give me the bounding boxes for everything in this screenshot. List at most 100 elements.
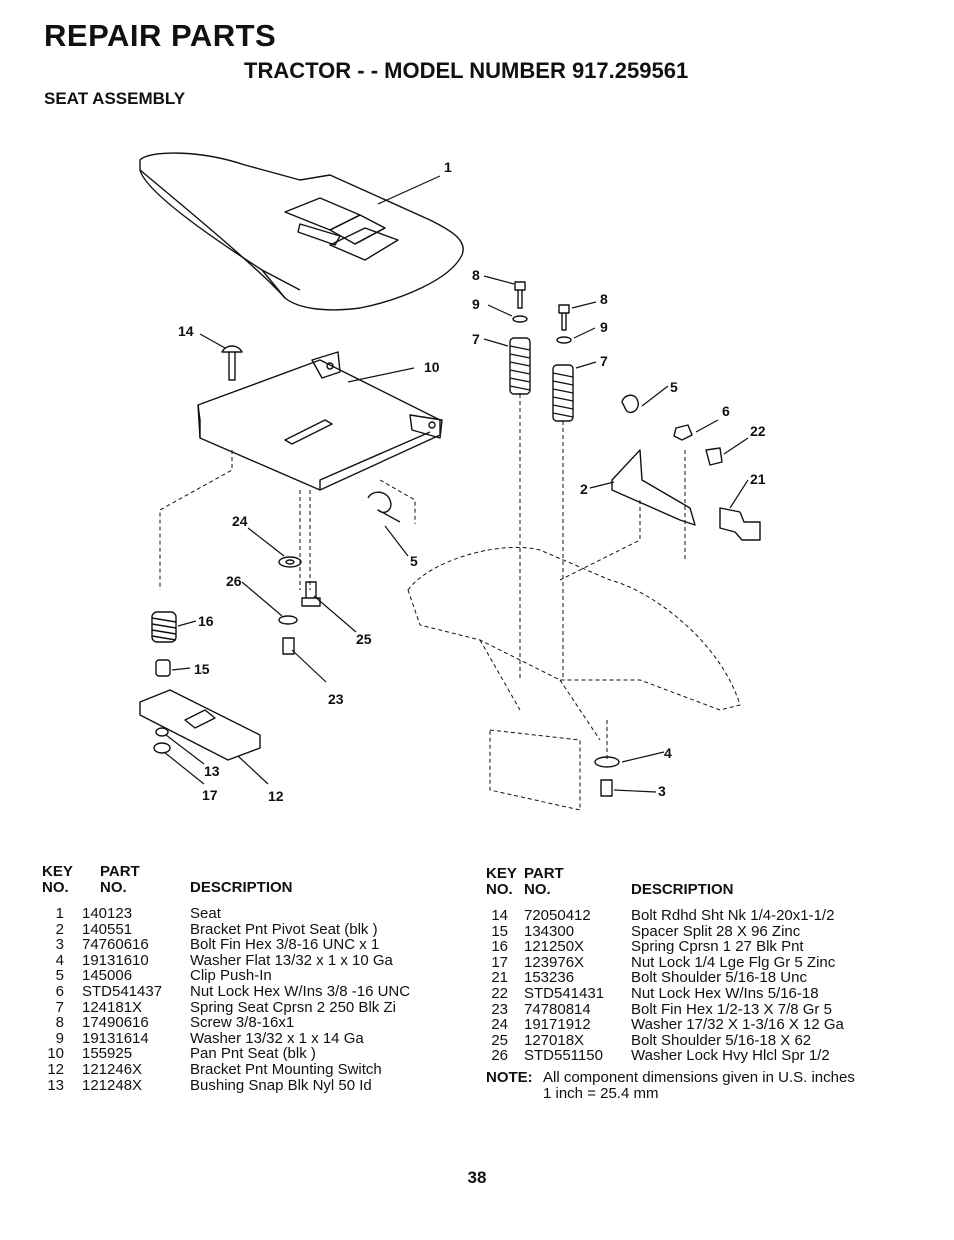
part-description: Nut Lock Hex W/Ins 5/16-18: [631, 984, 819, 1002]
callout-9a: 9: [472, 296, 480, 312]
part-description: Washer Lock Hvy Hlcl Spr 1/2: [631, 1047, 830, 1065]
part-number: 127018X: [524, 1031, 585, 1049]
note-line-2: 1 inch = 25.4 mm: [543, 1084, 659, 1102]
key-number: 2: [55, 920, 64, 938]
callout-15: 15: [194, 661, 210, 677]
key-number: 5: [55, 967, 64, 985]
key-number: 22: [491, 984, 508, 1002]
part-number: 17490616: [82, 1014, 149, 1032]
header-key-no: NO.: [42, 879, 69, 896]
part-description: Spring Cprsn 1 27 Blk Pnt: [631, 938, 804, 956]
note: NOTE: All component dimensions given in …: [486, 1068, 926, 1104]
callout-2: 2: [580, 481, 588, 497]
part-description: Bolt Fin Hex 1/2-13 X 7/8 Gr 5: [631, 1000, 832, 1018]
callout-7a: 7: [472, 331, 480, 347]
part-number: 121248X: [82, 1076, 143, 1094]
note-line-1: All component dimensions given in U.S. i…: [543, 1068, 855, 1086]
callout-3: 3: [658, 783, 666, 799]
callout-4: 4: [664, 745, 672, 761]
part-number: 140123: [82, 905, 133, 922]
seat-assembly-diagram: 1 14 10 8 9 7 8 9 7 5 6 22 2 21 24 5 26 …: [139, 152, 766, 811]
model-subtitle: TRACTOR - - MODEL NUMBER 917.259561: [244, 58, 689, 83]
part-description: Screw 3/8-16x1: [190, 1014, 295, 1032]
callout-8b: 8: [600, 291, 608, 307]
part-number: 155925: [82, 1045, 133, 1063]
callout-13: 13: [204, 763, 220, 779]
part-number: 153236: [524, 969, 575, 987]
key-number: 15: [491, 922, 508, 940]
key-number: 13: [47, 1076, 64, 1094]
part-number: STD551150: [524, 1047, 603, 1065]
seat-part: [139, 152, 464, 311]
table-row: 4 19131610 Washer Flat 13/32 x 1 x 10 Ga: [42, 953, 462, 969]
key-number: 7: [55, 998, 64, 1016]
header-part: PART: [524, 865, 564, 882]
header-description: DESCRIPTION: [190, 879, 293, 896]
callout-24: 24: [232, 513, 248, 529]
header-key-no: NO.: [486, 881, 513, 898]
key-number: 14: [491, 907, 508, 924]
key-number: 26: [491, 1047, 508, 1065]
callout-10: 10: [424, 359, 440, 375]
part-number: 74780814: [524, 1000, 591, 1018]
key-number: 25: [491, 1031, 508, 1049]
callout-5a: 5: [670, 379, 678, 395]
callout-8a: 8: [472, 267, 480, 283]
part-description: Washer 17/32 X 1-3/16 X 12 Ga: [631, 1016, 844, 1034]
section-heading: SEAT ASSEMBLY: [44, 89, 186, 108]
callout-5b: 5: [410, 553, 418, 569]
key-number: 24: [491, 1016, 508, 1034]
callout-22: 22: [750, 423, 766, 439]
key-number: 3: [55, 936, 64, 954]
part-description: Washer Flat 13/32 x 1 x 10 Ga: [190, 951, 393, 969]
part-description: Spring Seat Cprsn 2 250 Blk Zi: [190, 998, 396, 1016]
key-number: 10: [47, 1045, 64, 1063]
part-number: 19131614: [82, 1029, 149, 1047]
callout-9b: 9: [600, 319, 608, 335]
header-description: DESCRIPTION: [631, 881, 734, 898]
part-description: Bracket Pnt Pivot Seat (blk ): [190, 920, 378, 938]
part-number: 145006: [82, 967, 133, 985]
part-number: 121246X: [82, 1060, 143, 1078]
callout-1: 1: [444, 159, 452, 175]
key-number: 4: [55, 951, 64, 969]
header-part-no: NO.: [100, 879, 127, 896]
key-number: 16: [491, 938, 508, 956]
seat-pan-part: [197, 351, 443, 491]
callout-17: 17: [202, 787, 218, 803]
callout-6: 6: [722, 403, 730, 419]
part-number: 19131610: [82, 951, 149, 969]
part-number: 140551: [82, 920, 133, 938]
key-number: 6: [55, 982, 64, 1000]
callout-7b: 7: [600, 353, 608, 369]
callout-25: 25: [356, 631, 372, 647]
key-number: 17: [491, 953, 508, 971]
page-number: 38: [467, 1168, 487, 1187]
table-row: 2 140551 Bracket Pnt Pivot Seat (blk ): [42, 920, 462, 938]
header-key: KEY: [486, 865, 517, 882]
header-part-no: NO.: [524, 881, 551, 898]
callout-16: 16: [198, 613, 214, 629]
callout-21: 21: [750, 471, 766, 487]
key-number: 21: [491, 969, 508, 987]
part-number: STD541431: [524, 984, 605, 1002]
part-number: 134300: [524, 922, 575, 940]
part-description: Bolt Fin Hex 3/8-16 UNC x 1: [190, 936, 380, 954]
callout-14: 14: [178, 323, 194, 339]
table-row: 22 STD541431 Nut Lock Hex W/Ins 5/16-18: [486, 986, 926, 1002]
callout-12: 12: [268, 788, 284, 804]
